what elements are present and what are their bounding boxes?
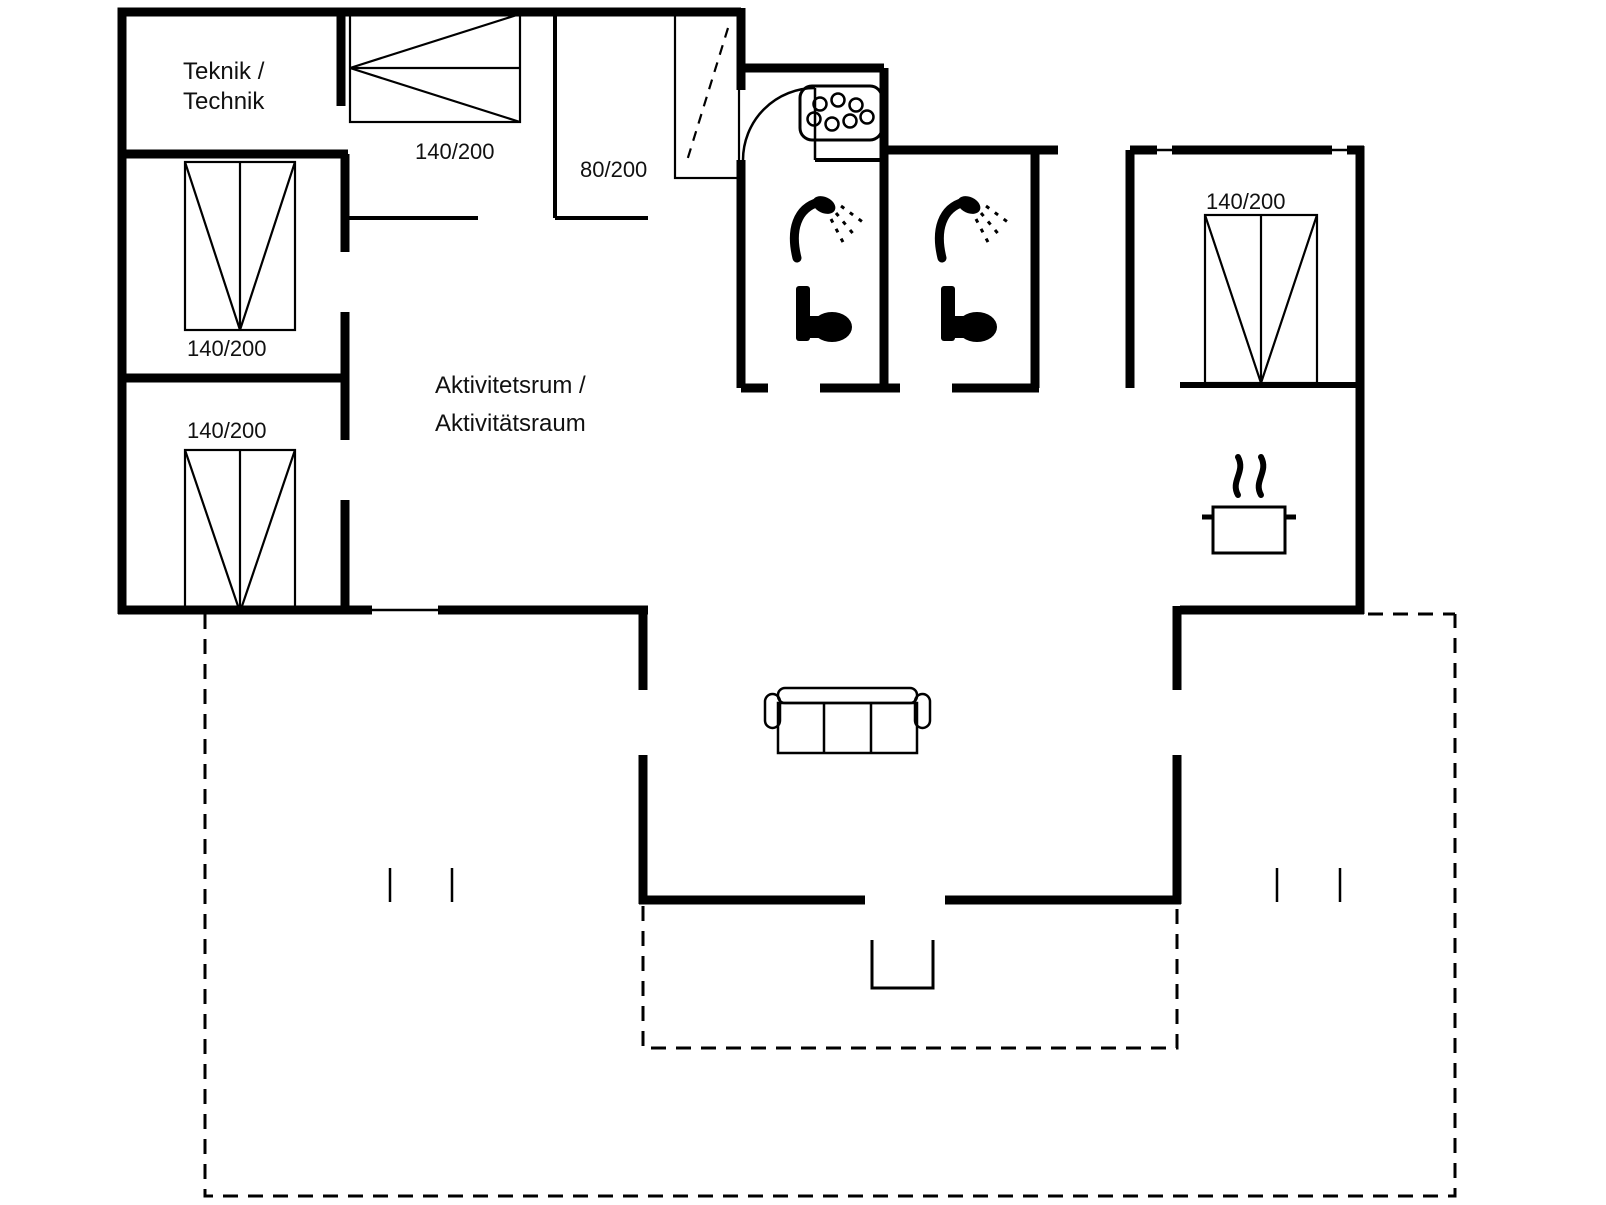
wall-segment: [117, 7, 741, 614]
double-bed-right-icon: [1203, 213, 1319, 385]
shower-icon: [934, 196, 1010, 263]
bed-size-label-left-lower: 140/200: [187, 418, 267, 443]
double-bed-left-lower-icon: [183, 448, 297, 614]
bed-size-label-top: 140/200: [415, 139, 495, 164]
room-label-activity-line1: Aktivitetsrum /: [435, 372, 586, 399]
terrace-outline: [203, 612, 1457, 1198]
room-label-activity-line2: Aktivitätsraum: [435, 410, 586, 437]
toilet-icon: [796, 286, 852, 342]
stove-pot-icon: [1202, 454, 1296, 555]
bed-size-label-left-upper: 140/200: [187, 336, 267, 361]
step-icon: [870, 940, 935, 990]
terrace-posts: [388, 868, 1342, 902]
sofa-icon: [763, 686, 932, 755]
single-bed-icon: [673, 12, 741, 180]
hot-tub-icon: [798, 84, 884, 142]
door-arc-icon: [741, 86, 817, 161]
exterior-walls: [117, 7, 1365, 905]
bed-size-label-single: 80/200: [580, 157, 647, 182]
windows: [372, 148, 1347, 612]
double-bed-left-upper-icon: [183, 160, 297, 332]
double-bed-top-icon: [348, 12, 522, 124]
toilet-icon: [941, 286, 997, 342]
room-label-teknik-line1: Teknik /: [183, 58, 265, 85]
interior-walls: [118, 12, 1360, 610]
room-label-teknik-line2: Technik: [183, 88, 265, 115]
shower-icon: [789, 196, 865, 263]
bed-size-label-right: 140/200: [1206, 189, 1286, 214]
